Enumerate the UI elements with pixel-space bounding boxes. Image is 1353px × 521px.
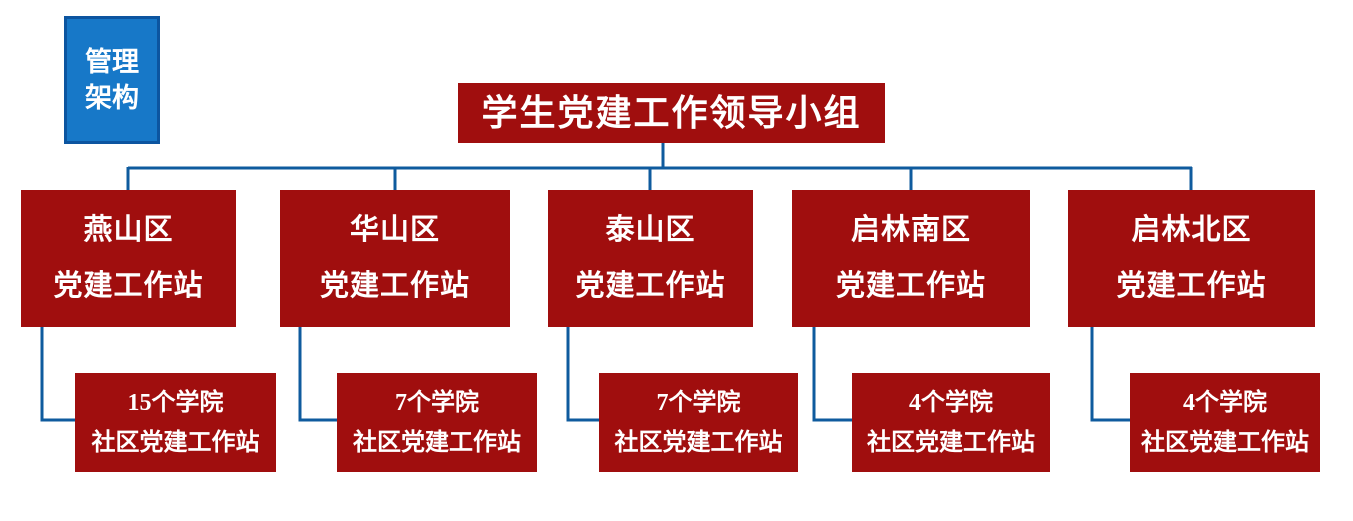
sub-node-qilin-north-colleges: 4个学院 社区党建工作站: [1130, 373, 1320, 472]
branch-node-yanshan: 燕山区 党建工作站: [21, 190, 236, 327]
college-count: 7: [395, 389, 407, 416]
branch-node-taishan: 泰山区 党建工作站: [548, 190, 753, 327]
college-count: 15: [127, 389, 152, 416]
sub-count-line: 15个学院: [128, 390, 224, 416]
branch-name: 华山区: [349, 213, 440, 246]
tag-line2: 架构: [85, 83, 139, 113]
connector-elbow-4: [812, 327, 852, 422]
connector-elbow-1: [40, 327, 75, 422]
college-count: 4: [909, 389, 921, 416]
branch-name: 启林北区: [1131, 213, 1252, 246]
college-count-suffix: 个学院: [407, 388, 479, 416]
branch-name: 泰山区: [605, 213, 696, 246]
root-title: 学生党建工作领导小组: [481, 92, 862, 133]
connector-elbow-3: [566, 327, 599, 422]
college-count-suffix: 个学院: [1195, 388, 1267, 416]
sub-node-yanshan-colleges: 15个学院 社区党建工作站: [75, 373, 276, 472]
branch-role: 党建工作站: [319, 269, 470, 302]
sub-role-line: 社区党建工作站: [353, 429, 521, 456]
branch-role: 党建工作站: [835, 269, 986, 302]
college-count-suffix: 个学院: [668, 388, 741, 416]
college-count: 4: [1183, 389, 1195, 416]
branch-name: 燕山区: [83, 213, 174, 246]
sub-count-line: 7个学院: [395, 390, 479, 416]
branch-node-qilin-south: 启林南区 党建工作站: [792, 190, 1030, 327]
college-count: 7: [656, 389, 669, 416]
root-node-leading-group: 学生党建工作领导小组: [458, 83, 885, 143]
sub-count-line: 4个学院: [1183, 390, 1267, 416]
management-structure-tag: 管理 架构: [64, 16, 160, 144]
sub-role-line: 社区党建工作站: [91, 429, 260, 456]
branch-node-huashan: 华山区 党建工作站: [280, 190, 510, 327]
sub-count-line: 4个学院: [909, 390, 993, 416]
branch-role: 党建工作站: [575, 269, 726, 302]
connector-elbow-2: [298, 327, 337, 422]
sub-node-huashan-colleges: 7个学院 社区党建工作站: [337, 373, 537, 472]
sub-role-line: 社区党建工作站: [1141, 429, 1309, 456]
sub-count-line: 7个学院: [657, 390, 741, 416]
college-count-suffix: 个学院: [151, 388, 224, 416]
branch-node-qilin-north: 启林北区 党建工作站: [1068, 190, 1315, 327]
tag-line1: 管理: [85, 46, 139, 77]
sub-node-qilin-south-colleges: 4个学院 社区党建工作站: [852, 373, 1050, 472]
sub-node-taishan-colleges: 7个学院 社区党建工作站: [599, 373, 798, 472]
sub-role-line: 社区党建工作站: [867, 429, 1035, 456]
sub-role-line: 社区党建工作站: [614, 429, 783, 456]
college-count-suffix: 个学院: [921, 388, 993, 416]
branch-name: 启林南区: [850, 213, 971, 246]
connector-elbow-5: [1090, 327, 1130, 422]
branch-role: 党建工作站: [1116, 269, 1267, 302]
branch-role: 党建工作站: [53, 269, 204, 302]
